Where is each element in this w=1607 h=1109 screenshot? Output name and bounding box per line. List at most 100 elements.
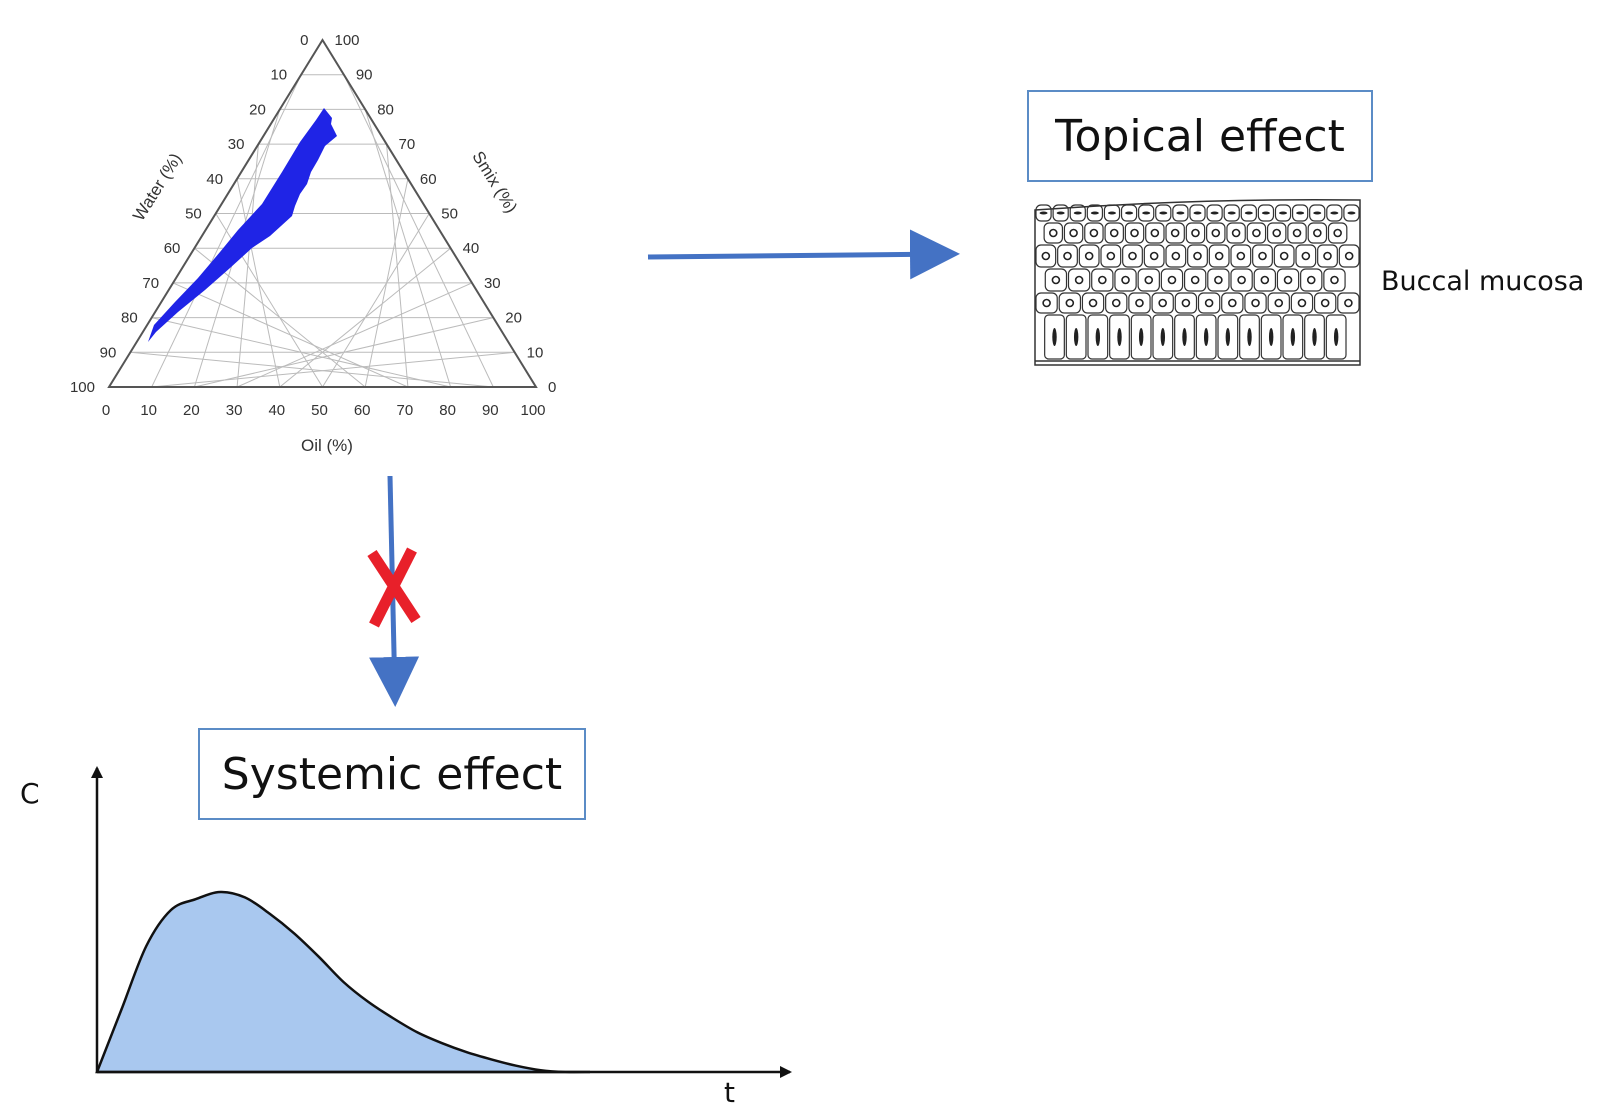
cell-nucleus — [1279, 211, 1288, 215]
cell — [1253, 268, 1277, 292]
cell — [1086, 204, 1104, 222]
cell-nucleus — [1258, 251, 1267, 261]
cell-nucleus — [1167, 275, 1177, 285]
cell — [1230, 244, 1252, 268]
cell-nucleus — [1272, 228, 1282, 238]
cell-nucleus — [1231, 228, 1241, 238]
smix-tick-label: 100 — [335, 32, 360, 49]
cell — [1239, 314, 1260, 360]
cell — [1195, 314, 1217, 360]
grid-line — [130, 351, 494, 388]
cell-nucleus — [1098, 275, 1107, 285]
water-tick-label: 10 — [270, 67, 287, 84]
cell-nucleus — [1052, 328, 1057, 346]
cell-nucleus — [1296, 211, 1305, 215]
cell — [1058, 292, 1082, 314]
cell — [1273, 244, 1295, 268]
cell — [1137, 268, 1160, 292]
cell — [1325, 314, 1347, 360]
cell — [1151, 292, 1174, 314]
cell-nucleus — [1090, 211, 1099, 215]
cell-nucleus — [1142, 211, 1151, 215]
cell — [1124, 222, 1145, 244]
cell — [1326, 204, 1343, 222]
cell-nucleus — [1313, 211, 1322, 215]
cell — [1260, 314, 1282, 360]
ternary-triangle — [107, 38, 538, 388]
cell — [1114, 268, 1137, 292]
cell — [1217, 314, 1239, 360]
cell-nucleus — [1323, 251, 1332, 261]
cell — [1282, 314, 1304, 360]
cell — [1185, 222, 1206, 244]
cell-nucleus — [1347, 211, 1356, 215]
oil-tick-label: 100 — [520, 402, 545, 419]
cell — [1165, 222, 1185, 244]
cell — [1244, 292, 1267, 314]
cell-nucleus — [1109, 228, 1119, 238]
cell — [1172, 204, 1189, 222]
cell-nucleus — [1251, 298, 1260, 308]
cell-nucleus — [1204, 298, 1214, 308]
cell-nucleus — [1283, 275, 1293, 285]
water-tick-label: 20 — [249, 101, 266, 118]
cell-nucleus — [1214, 275, 1223, 285]
cell — [1221, 292, 1244, 314]
cell — [1274, 204, 1292, 222]
cell-nucleus — [1150, 228, 1160, 238]
water-tick-label: 50 — [185, 206, 202, 223]
cell — [1189, 204, 1206, 222]
cell-nucleus — [1237, 275, 1246, 285]
smix-tick-label: 70 — [399, 136, 416, 153]
cell — [1084, 222, 1104, 244]
cell-nucleus — [1279, 251, 1289, 261]
cell-nucleus — [1095, 328, 1101, 346]
cell-nucleus — [1260, 275, 1270, 285]
cell-nucleus — [1190, 275, 1200, 285]
cell-nucleus — [1344, 298, 1353, 308]
cell — [1035, 204, 1052, 222]
cell — [1105, 292, 1128, 314]
cell — [1291, 204, 1309, 222]
cell — [1252, 244, 1273, 268]
smix-tick-label: 10 — [527, 344, 544, 361]
cell — [1257, 204, 1275, 222]
oil-tick-label: 20 — [183, 402, 200, 419]
cell-nucleus — [1176, 211, 1185, 215]
cell-nucleus — [1042, 298, 1051, 308]
cell-nucleus — [1301, 251, 1311, 261]
cell-nucleus — [1312, 328, 1317, 346]
cell — [1323, 268, 1346, 292]
cell — [1223, 204, 1240, 222]
cell — [1266, 222, 1287, 244]
cell-nucleus — [1333, 228, 1342, 238]
cell — [1327, 222, 1348, 244]
cell — [1309, 204, 1326, 222]
oil-tick-label: 10 — [140, 402, 157, 419]
cell-nucleus — [1330, 275, 1339, 285]
grid-line — [364, 109, 452, 388]
cell — [1078, 244, 1100, 268]
cell-nucleus — [1065, 298, 1075, 308]
cell — [1065, 314, 1087, 360]
cell-nucleus — [1073, 328, 1079, 346]
cell-nucleus — [1181, 298, 1191, 308]
cell-nucleus — [1193, 211, 1202, 215]
cell — [1067, 268, 1091, 292]
cell-nucleus — [1236, 251, 1246, 261]
cell-nucleus — [1214, 251, 1224, 261]
cell-nucleus — [1039, 211, 1048, 215]
oil-tick-label: 80 — [439, 402, 456, 419]
cell — [1128, 292, 1151, 314]
cell-nucleus — [1227, 211, 1236, 215]
cell-nucleus — [1130, 228, 1139, 238]
cell-nucleus — [1170, 228, 1180, 238]
buccal-mucosa-label: Buccal mucosa — [1381, 266, 1585, 297]
smix-tick-label: 30 — [484, 275, 501, 292]
cell-nucleus — [1128, 251, 1137, 261]
arrow-to-topical — [647, 229, 960, 280]
cell — [1267, 292, 1290, 314]
cell — [1100, 244, 1122, 268]
cell-nucleus — [1149, 251, 1159, 261]
